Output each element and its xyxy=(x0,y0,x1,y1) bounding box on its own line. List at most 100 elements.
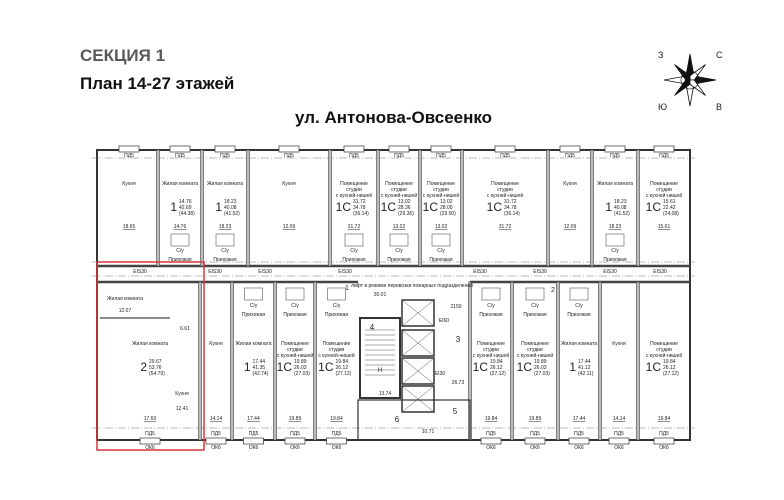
window xyxy=(388,145,410,153)
room-count: 1С xyxy=(646,360,662,374)
bathroom-label: С/у xyxy=(250,303,258,309)
living-area: 18.23 xyxy=(224,199,237,205)
door-label: EIS30 xyxy=(473,269,487,275)
room-label: 6.61 xyxy=(180,326,190,332)
room-count: 1С xyxy=(423,200,439,214)
hall-area: 26.73 xyxy=(452,380,465,386)
room-count: 2 xyxy=(140,360,147,374)
window xyxy=(494,145,516,153)
balcony-door-label: ОК6 xyxy=(530,445,540,451)
window-label: ПД5 xyxy=(659,153,669,159)
selected-apartment-highlight[interactable] xyxy=(96,261,205,451)
room-label: Кухня xyxy=(209,341,223,347)
room-count: 1 xyxy=(605,200,612,214)
room-label: Кухня xyxy=(122,181,136,187)
bathtub xyxy=(605,233,625,247)
elevator-shaft xyxy=(401,385,435,413)
living-area: 15.61 xyxy=(663,199,676,205)
window-label: ПД5 xyxy=(486,431,496,437)
door-label: EIS30 xyxy=(208,269,222,275)
shaft-cross xyxy=(401,299,435,327)
window-label: ПД5 xyxy=(249,431,259,437)
window-label: ПД5 xyxy=(220,153,230,159)
window-label: ПД5 xyxy=(565,153,575,159)
corridor-number: 1 xyxy=(345,285,349,292)
vestibule-number: 5 xyxy=(453,407,458,416)
balcony-door-label: ОК6 xyxy=(614,445,624,451)
bathtub xyxy=(481,287,501,301)
bathtub xyxy=(327,287,346,301)
room-count: 1С xyxy=(277,360,293,374)
room-label: Жилая комната xyxy=(561,341,597,347)
total-area-with-balcony: (41.52) xyxy=(614,211,630,217)
room-area: 31.72 xyxy=(499,224,512,230)
balcony-door-label: ОК6 xyxy=(145,445,155,451)
compass-east: В xyxy=(716,102,722,112)
room-count: 1С xyxy=(487,200,503,214)
balcony-door-label: ОК6 xyxy=(290,445,300,451)
bathroom-label: С/у xyxy=(176,248,184,254)
living-area: 17.44 xyxy=(253,359,266,365)
compass-rose-icon: С В Ю З xyxy=(658,50,723,112)
hallway-label: Прихожая xyxy=(523,312,546,318)
total-area-with-balcony: (27.03) xyxy=(534,371,550,377)
total-area: 26.12 xyxy=(336,365,349,371)
window xyxy=(343,145,365,153)
partition-wall xyxy=(273,281,277,441)
balcony-door-label: ОК6 xyxy=(211,445,221,451)
bathtub xyxy=(170,233,190,247)
living-area: 18.23 xyxy=(614,199,627,205)
room-area: 18.23 xyxy=(219,224,232,230)
hallway-label: Прихожая xyxy=(213,257,236,263)
total-area-with-balcony: (27.12) xyxy=(336,371,352,377)
total-area: 53.76 xyxy=(149,365,162,371)
total-area: 41.35 xyxy=(253,365,266,371)
partition-wall xyxy=(460,149,464,267)
partition-wall xyxy=(636,281,640,441)
bathtub xyxy=(389,233,409,247)
building-core: лифт в режиме перевозки пожарных подразд… xyxy=(345,282,555,441)
window xyxy=(326,437,347,445)
window-label: ПД5 xyxy=(145,431,155,437)
total-area-with-balcony: (27.12) xyxy=(490,371,506,377)
stair-mark: Н xyxy=(378,368,382,374)
room-area: 14.14 xyxy=(210,416,223,422)
room-label: Жилая комната xyxy=(597,181,633,187)
partition-wall xyxy=(598,281,602,441)
bathtub xyxy=(344,233,364,247)
window xyxy=(524,437,546,445)
room-label: 12.41 xyxy=(176,406,189,412)
window-label: ПД5 xyxy=(610,153,620,159)
dimension: 2150 xyxy=(450,304,461,310)
partition-wall xyxy=(510,281,514,441)
bathroom-label: С/у xyxy=(531,303,539,309)
total-area: 26.03 xyxy=(294,365,307,371)
total-area: 26.12 xyxy=(490,365,503,371)
door-label: EIS30 xyxy=(653,269,667,275)
